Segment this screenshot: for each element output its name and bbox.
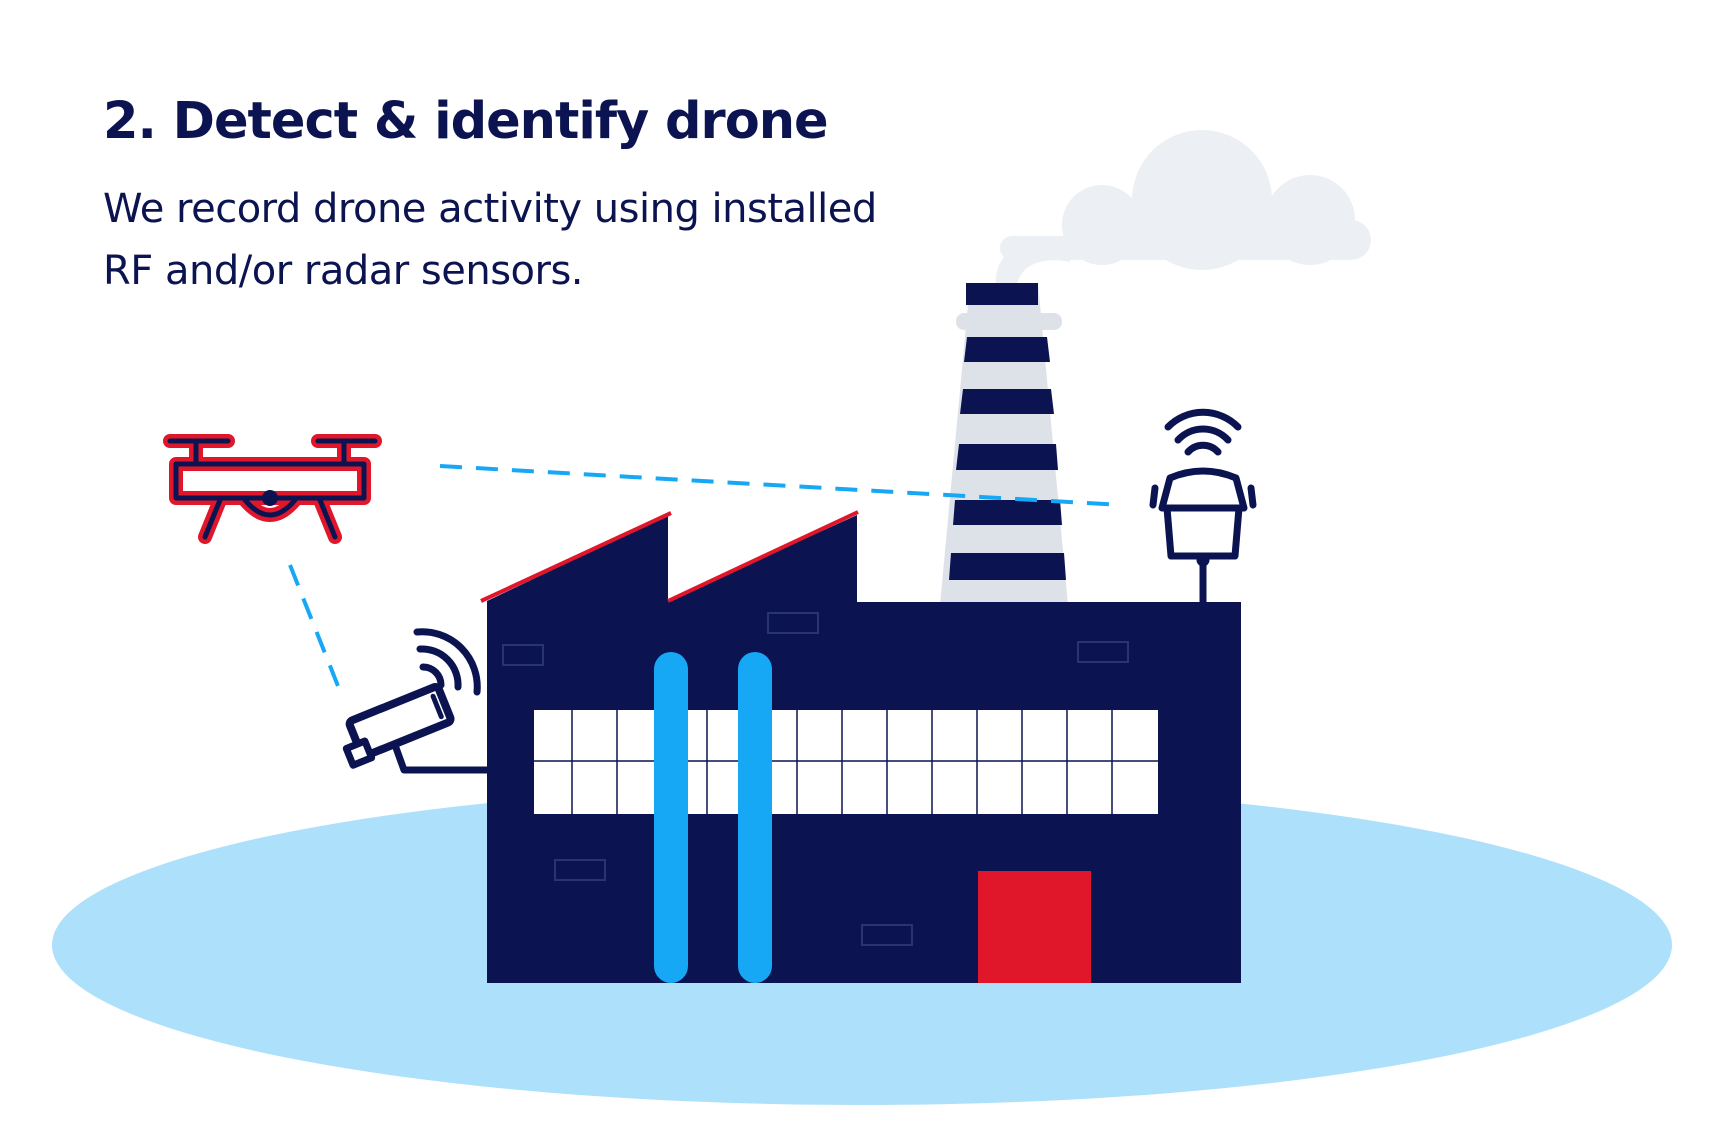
camera-wifi-signal-icon bbox=[413, 628, 481, 696]
drone-icon bbox=[163, 434, 382, 544]
cloud bbox=[995, 130, 1371, 290]
page-title: 2. Detect & identify drone bbox=[103, 92, 829, 151]
roof-edge-left bbox=[480, 511, 672, 603]
factory-building bbox=[480, 510, 1241, 983]
pipe-right bbox=[738, 652, 772, 983]
security-camera-icon bbox=[342, 683, 491, 774]
wall-bricks bbox=[502, 612, 1129, 946]
description-line-2: RF and/or radar sensors. bbox=[103, 248, 584, 294]
rf-sensor-icon bbox=[1149, 467, 1257, 606]
factory-door bbox=[978, 871, 1091, 983]
detection-beam-drone-to-sensor bbox=[439, 464, 1123, 507]
chimney bbox=[940, 283, 1068, 605]
window-strip bbox=[534, 710, 1158, 814]
description-line-1: We record drone activity using installed bbox=[103, 186, 877, 232]
description: We record drone activity using installed… bbox=[103, 178, 983, 302]
sensor-wifi-signal-icon bbox=[1164, 408, 1242, 456]
roof-edge-right bbox=[667, 510, 859, 603]
detection-beam-drone-to-camera bbox=[288, 564, 340, 687]
pipe-left bbox=[654, 652, 688, 983]
